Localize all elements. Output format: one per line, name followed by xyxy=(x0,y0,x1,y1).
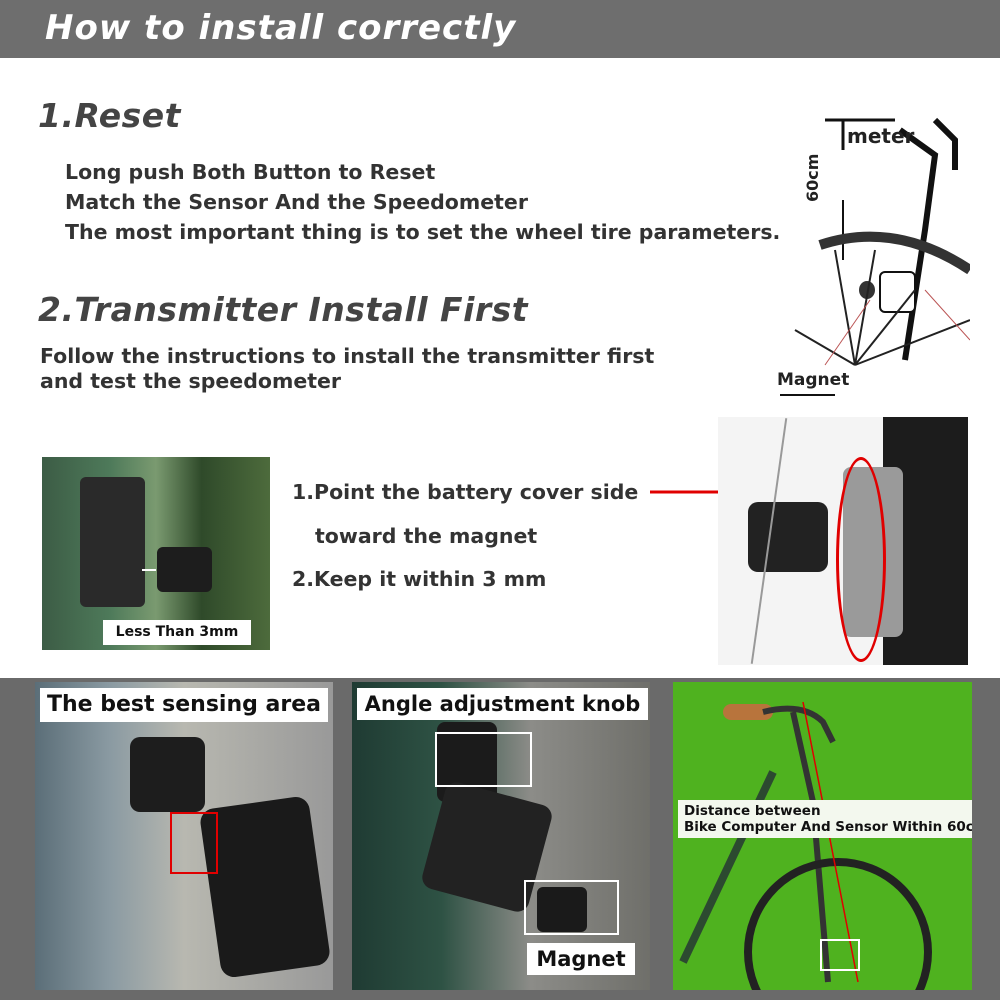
angle-knob-label: Angle adjustment knob xyxy=(357,688,648,720)
sensing-area-photo: The best sensing area xyxy=(35,682,333,990)
transmitter-line: Follow the instructions to install the t… xyxy=(40,344,655,368)
angle-knob-photo: Angle adjustment knob Magnet xyxy=(352,682,650,990)
reset-line: Match the Sensor And the Speedometer xyxy=(65,190,528,214)
bike-fork-drawing xyxy=(780,117,973,396)
transmitter-line: and test the speedometer xyxy=(40,369,342,393)
distance-caption-line: Distance between xyxy=(684,803,821,819)
instruction-line: toward the magnet xyxy=(315,524,538,548)
header-bar: How to install correctly xyxy=(0,0,1000,58)
distance-caption: Distance between Bike Computer And Senso… xyxy=(678,800,972,838)
reset-heading: 1.Reset xyxy=(38,96,181,135)
meter-label: meter xyxy=(847,124,915,148)
battery-cover-photo xyxy=(718,417,968,665)
reset-line: Long push Both Button to Reset xyxy=(65,160,436,184)
page-title: How to install correctly xyxy=(45,8,517,48)
sensor-gap-photo: Less Than 3mm xyxy=(42,457,270,650)
transmitter-heading: 2.Transmitter Install First xyxy=(38,290,529,329)
bike-diagram: meter 60cm Magnet xyxy=(775,110,973,405)
magnet-photo-label: Magnet xyxy=(527,943,635,975)
instruction-line: 2.Keep it within 3 mm xyxy=(292,567,547,591)
magnet-label: Magnet xyxy=(777,370,850,390)
gap-label: Less Than 3mm xyxy=(103,620,251,645)
instruction-line: 1.Point the battery cover side xyxy=(292,480,639,504)
sensing-area-label: The best sensing area xyxy=(40,688,328,722)
distance-caption-line: Bike Computer And Sensor Within 60cm xyxy=(684,819,972,835)
bike-distance-photo: Distance between Bike Computer And Senso… xyxy=(673,682,972,990)
distance-label: 60cm xyxy=(803,153,822,202)
reset-line: The most important thing is to set the w… xyxy=(65,220,781,244)
